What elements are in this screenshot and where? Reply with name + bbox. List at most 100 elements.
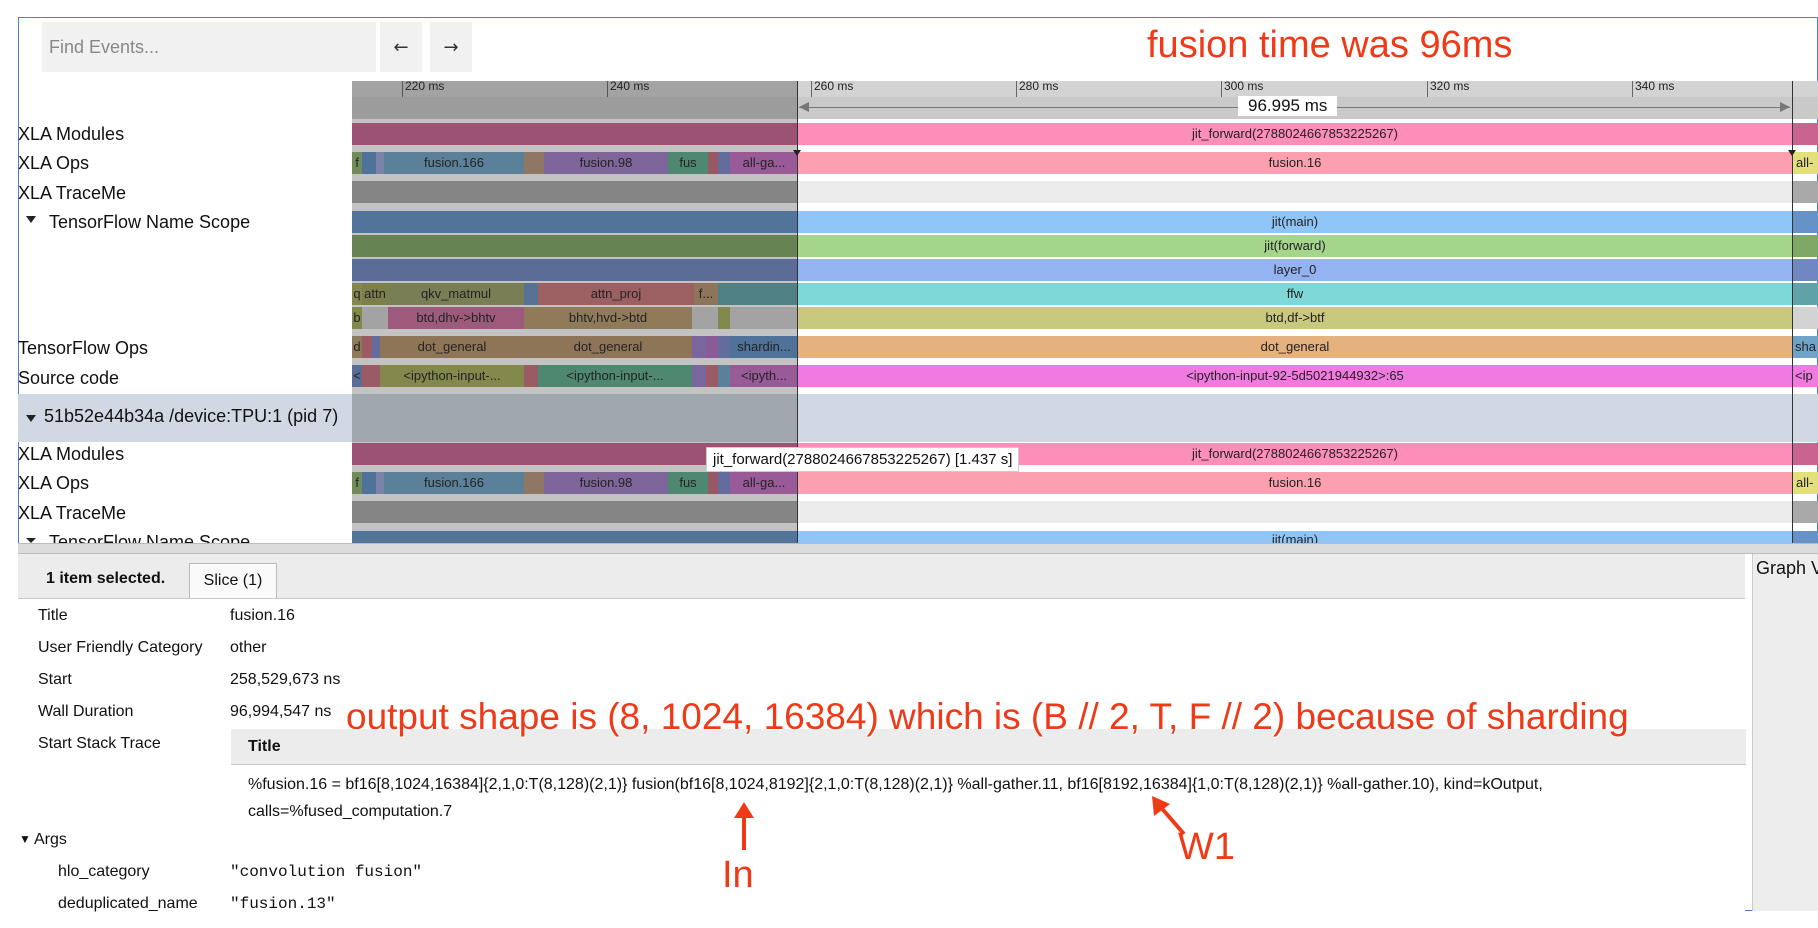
slice-small[interactable] <box>362 152 376 174</box>
slice-small[interactable] <box>718 365 730 387</box>
prev-event-button[interactable]: ← <box>380 22 422 72</box>
slice-layer-0-next[interactable] <box>1793 259 1818 281</box>
slice-layer-0[interactable]: layer_0 <box>798 259 1792 281</box>
slice-traceme[interactable] <box>1793 501 1818 523</box>
slice-small[interactable] <box>718 472 730 494</box>
slice-source-lt[interactable]: < <box>352 365 362 387</box>
slice-jit-main-prev[interactable] <box>352 531 798 543</box>
slice-jit-forward-scope[interactable]: jit(forward) <box>798 235 1792 257</box>
slice-small[interactable] <box>706 365 718 387</box>
slice-qkv-matmul[interactable]: qkv_matmul <box>388 283 524 305</box>
slice-attn-proj[interactable]: attn_proj <box>538 283 694 305</box>
slice-small[interactable] <box>524 472 544 494</box>
slice-fusion-16-selected[interactable]: fusion.16 <box>798 152 1792 174</box>
slice-small[interactable] <box>376 152 384 174</box>
slice-small[interactable] <box>718 336 730 358</box>
slice-all-gather[interactable]: all-ga... <box>730 152 798 174</box>
time-ruler[interactable] <box>352 81 1818 98</box>
slice-fus[interactable]: fus <box>668 152 708 174</box>
slice-small[interactable] <box>692 365 706 387</box>
graph-view-panel[interactable] <box>1752 554 1818 911</box>
slice-fusion-98[interactable]: fusion.98 <box>544 472 668 494</box>
slice-dot-general-main[interactable]: dot_general <box>798 336 1792 358</box>
slice-btd-df-btf[interactable]: btd,df->btf <box>798 307 1792 329</box>
slice-small[interactable] <box>524 365 538 387</box>
track-label-source-code: Source code <box>18 368 120 388</box>
slice-f[interactable]: f <box>352 152 362 174</box>
args-collapse-triangle-icon[interactable]: ▼ <box>19 832 31 846</box>
slice-traceme[interactable] <box>1793 181 1818 203</box>
slice-small[interactable] <box>376 472 384 494</box>
track-label-xla-modules: XLA Modules <box>18 444 125 464</box>
slice-ipyth[interactable]: <ipyth... <box>730 365 798 387</box>
slice-bhtv-hvd-btd[interactable]: bhtv,hvd->btd <box>524 307 692 329</box>
slice-attn[interactable]: attn <box>362 283 388 305</box>
slice-jit-forward[interactable]: jit_forward(2788024667853225267) <box>798 443 1792 465</box>
slice-small[interactable] <box>706 336 718 358</box>
slice-jit-main[interactable]: jit(main) <box>798 211 1792 233</box>
slice-ffw-next[interactable] <box>1793 283 1818 305</box>
slice-jit-main[interactable]: jit(main) <box>798 531 1792 543</box>
slice-sharding[interactable]: shardin... <box>730 336 798 358</box>
slice-ffw[interactable]: ffw <box>798 283 1792 305</box>
slice-small[interactable] <box>362 336 372 358</box>
slice-d[interactable]: d <box>352 336 362 358</box>
slice-all-gather[interactable]: all-ga... <box>730 472 798 494</box>
slice-jit-forward-next[interactable] <box>1793 123 1818 145</box>
slice-jit-main-next[interactable] <box>1793 211 1818 233</box>
slice-jit-forward-scope-prev[interactable] <box>352 235 798 257</box>
find-events-input[interactable] <box>42 22 376 72</box>
tab-slice[interactable]: Slice (1) <box>189 563 277 598</box>
slice-fusion-16[interactable]: fusion.16 <box>798 472 1792 494</box>
slice-q[interactable]: q <box>352 283 362 305</box>
next-event-button[interactable]: → <box>430 22 472 72</box>
slice-jit-forward-scope-next[interactable] <box>1793 235 1818 257</box>
slice-traceme[interactable] <box>352 181 798 203</box>
slice-small[interactable] <box>524 283 538 305</box>
slice-traceme[interactable] <box>798 501 1792 523</box>
slice-traceme[interactable] <box>798 181 1792 203</box>
slice-dot-general[interactable]: dot_general <box>380 336 524 358</box>
process-header[interactable] <box>18 394 1818 442</box>
slice-fusion-98[interactable]: fusion.98 <box>544 152 668 174</box>
slice-small[interactable] <box>718 307 730 329</box>
slice-ffw-prev[interactable] <box>718 283 798 305</box>
slice-small[interactable] <box>692 336 706 358</box>
slice-fusion-166[interactable]: fusion.166 <box>384 152 524 174</box>
slice-small[interactable] <box>362 365 380 387</box>
slice-fus[interactable]: fus <box>668 472 708 494</box>
slice-gap <box>730 307 798 329</box>
slice-jit-main-prev[interactable] <box>352 211 798 233</box>
slice-layer-0-prev[interactable] <box>352 259 798 281</box>
slice-jit-forward-next[interactable] <box>1793 443 1818 465</box>
panel-resize-handle[interactable] <box>18 543 1818 554</box>
slice-small[interactable] <box>524 152 544 174</box>
slice-f[interactable]: f <box>352 472 362 494</box>
slice-traceme[interactable] <box>352 501 798 523</box>
slice-all-gather-next[interactable]: all- <box>1793 152 1818 174</box>
slice-ipython-input[interactable]: <ipython-input-... <box>380 365 524 387</box>
slice-b[interactable]: b <box>352 307 362 329</box>
collapse-triangle-icon[interactable] <box>26 216 36 223</box>
slice-small[interactable] <box>718 152 730 174</box>
slice-sharding-next[interactable]: sha <box>1793 336 1818 358</box>
slice-all-gather-next[interactable]: all- <box>1793 472 1818 494</box>
slice-jit-forward-prev[interactable] <box>352 123 798 145</box>
slice-dot-general[interactable]: dot_general <box>524 336 692 358</box>
slice-small[interactable] <box>372 336 380 358</box>
slice-ip-next[interactable]: <ip <box>1793 365 1818 387</box>
slice-jit-forward-prev[interactable] <box>352 443 798 465</box>
slice-jit-main-next[interactable] <box>1793 531 1818 543</box>
slice-f-dots[interactable]: f... <box>694 283 718 305</box>
stack-trace-title: Title <box>248 738 281 755</box>
slice-small[interactable] <box>708 472 718 494</box>
slice-ipython-input[interactable]: <ipython-input-... <box>538 365 692 387</box>
slice-small[interactable] <box>362 472 376 494</box>
collapse-triangle-icon[interactable] <box>26 415 36 422</box>
slice-fusion-166[interactable]: fusion.166 <box>384 472 524 494</box>
slice-jit-forward[interactable]: jit_forward(2788024667853225267) <box>798 123 1792 145</box>
slice-btd-dhv-bhtv[interactable]: btd,dhv->bhtv <box>388 307 524 329</box>
slice-ipython-92[interactable]: <ipython-input-92-5d5021944932>:65 <box>798 365 1792 387</box>
slice-small[interactable] <box>708 152 718 174</box>
collapse-triangle-icon[interactable] <box>26 538 36 543</box>
